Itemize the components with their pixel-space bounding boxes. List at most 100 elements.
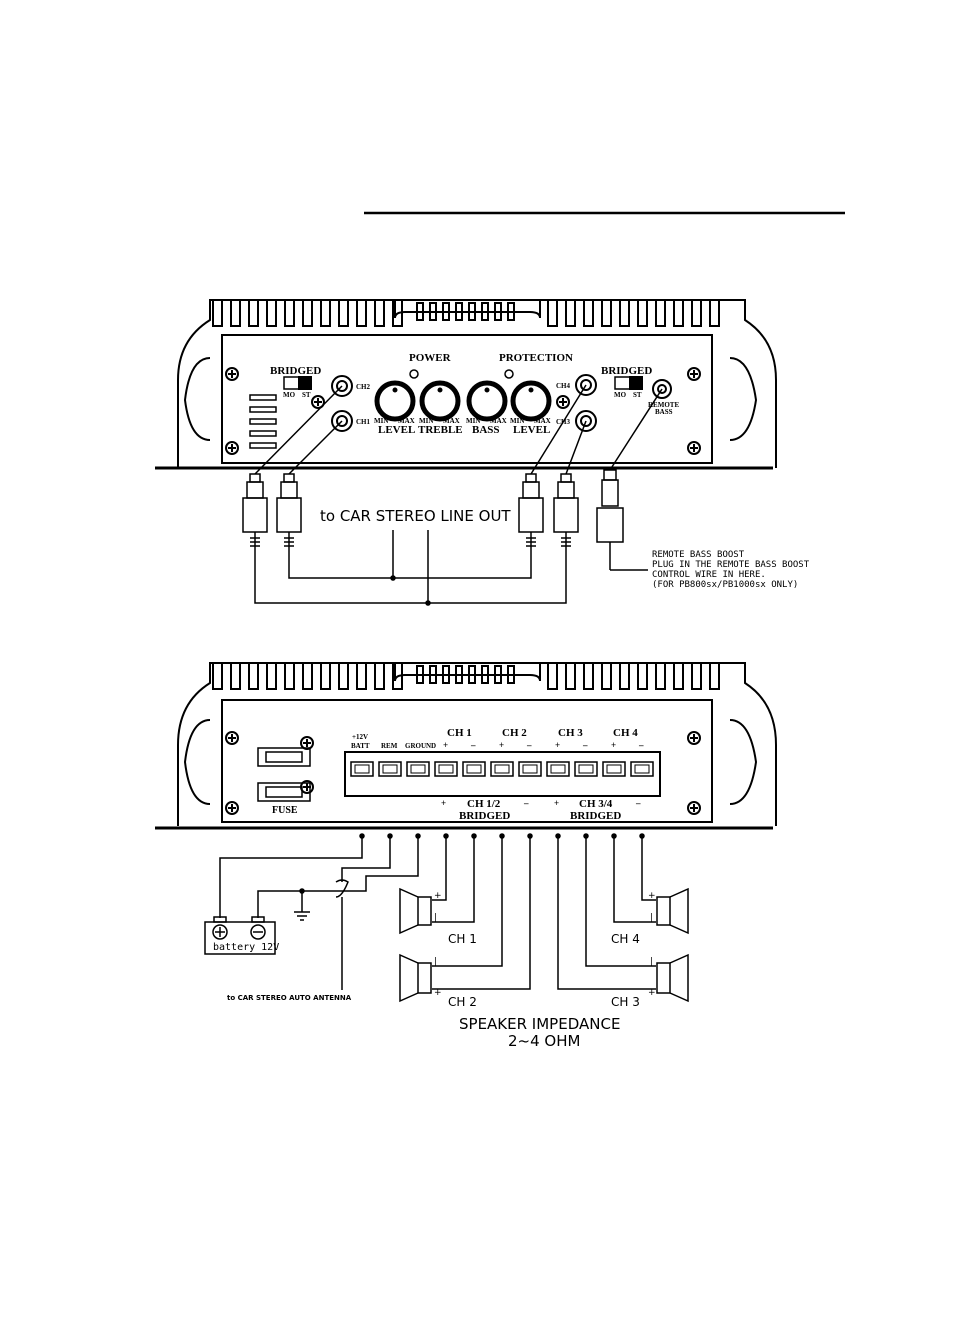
label-st-right: ST [633, 391, 642, 399]
remote-jack-plug [596, 469, 648, 571]
knob-treble[interactable] [419, 380, 461, 422]
svg-text:CH 3/4: CH 3/4 [579, 798, 613, 810]
label-st-left: ST [302, 391, 311, 399]
bottom-panel-labels: +12V BATT REM GROUND CH 1 CH 2 CH 3 CH 4… [272, 727, 644, 822]
svg-text:GROUND: GROUND [405, 742, 436, 750]
svg-text:+: + [499, 740, 504, 750]
terminal-block [344, 751, 661, 797]
svg-text:+: + [441, 798, 446, 808]
fuse-holder-top[interactable] [257, 747, 311, 767]
svg-text:CH 1: CH 1 [447, 727, 472, 739]
svg-text:+: + [555, 740, 560, 750]
label-knob-2: TREBLE [418, 424, 463, 436]
svg-text:REMOTE BASS BOOST: REMOTE BASS BOOST [652, 550, 745, 560]
svg-text:CH 1/2: CH 1/2 [467, 798, 501, 810]
svg-text:CH 3: CH 3 [558, 727, 583, 739]
label-mo-right: MO [614, 391, 627, 399]
svg-text:MIN: MIN [466, 417, 480, 425]
label-mo-left: MO [283, 391, 296, 399]
svg-text:+: + [434, 891, 442, 901]
svg-text:|: | [650, 913, 653, 923]
speaker-label-ch2: CH 2 [448, 995, 477, 1009]
svg-text:MAX: MAX [398, 417, 415, 425]
fuse-label: FUSE [272, 805, 298, 816]
svg-text:+12V: +12V [352, 733, 368, 741]
side-handle-left-bottom [183, 719, 211, 805]
amp-body-top [177, 299, 777, 468]
svg-text:+: + [648, 988, 656, 998]
heatsink-fins-bottom [212, 663, 720, 690]
amplifier-rear-panel [155, 662, 777, 830]
svg-text:+: + [648, 891, 656, 901]
amp-face-bottom [221, 699, 713, 823]
amp-body-bottom [177, 662, 777, 826]
svg-text:MAX: MAX [443, 417, 460, 425]
svg-text:|: | [650, 957, 653, 967]
svg-text:|: | [434, 957, 437, 967]
svg-text:–: – [635, 798, 641, 808]
label-ch1: CH1 [356, 418, 371, 426]
svg-text:+: + [434, 988, 442, 998]
speaker-label-ch1: CH 1 [448, 932, 477, 946]
rca-jack-ch4[interactable] [575, 374, 597, 396]
svg-text:BATT: BATT [351, 742, 370, 750]
svg-text:–: – [523, 798, 529, 808]
speaker-ch4 [656, 887, 689, 935]
power-led [409, 369, 419, 379]
speaker-ch3 [656, 953, 689, 1003]
svg-text:BRIDGED: BRIDGED [459, 810, 510, 822]
svg-text:REM: REM [381, 742, 398, 750]
speaker-label-ch4: CH 4 [611, 932, 640, 946]
antenna-label: to CAR STEREO AUTO ANTENNA [227, 994, 352, 1002]
rca-jack-ch1[interactable] [331, 410, 353, 432]
label-ch2: CH2 [356, 383, 371, 391]
side-handle-right-top [729, 357, 758, 441]
label-knob-1: LEVEL [378, 424, 415, 436]
svg-text:MAX: MAX [534, 417, 551, 425]
remote-bass-jack[interactable] [652, 379, 672, 399]
label-bridged-right: BRIDGED [601, 365, 652, 377]
svg-text:–: – [582, 740, 588, 750]
svg-text:MIN: MIN [510, 417, 524, 425]
svg-text:CONTROL WIRE IN HERE.: CONTROL WIRE IN HERE. [652, 570, 766, 580]
battery-label: battery 12V [213, 942, 279, 953]
svg-text:–: – [470, 740, 476, 750]
svg-text:+: + [554, 798, 559, 808]
remote-bass-note: REMOTE BASS BOOST PLUG IN THE REMOTE BAS… [652, 550, 810, 590]
speaker-ch1 [399, 887, 432, 935]
label-protection: PROTECTION [499, 352, 573, 364]
svg-text:(FOR PB800sx/PB1000sx ONLY): (FOR PB800sx/PB1000sx ONLY) [652, 580, 798, 590]
svg-text:+: + [611, 740, 616, 750]
speaker-ch2 [399, 953, 432, 1003]
face-vents-top [249, 394, 277, 449]
label-power: POWER [409, 352, 452, 364]
svg-text:CH 4: CH 4 [613, 727, 638, 739]
terminals[interactable] [350, 761, 654, 777]
battery-12v [204, 916, 276, 955]
screws-bottom [225, 731, 701, 815]
rca-plugs [242, 473, 579, 550]
svg-text:–: – [638, 740, 644, 750]
knob-level-34[interactable] [510, 380, 552, 422]
svg-text:MIN: MIN [419, 417, 433, 425]
top-panel-controls [225, 367, 701, 455]
speaker-polarity-marks: +| |+ +| |+ [434, 891, 656, 998]
side-handle-left-top [183, 357, 211, 441]
knob-level-12[interactable] [374, 380, 416, 422]
label-remote-bass-2: BASS [655, 408, 673, 416]
rca-jack-ch3[interactable] [575, 410, 597, 432]
knob-bass[interactable] [466, 380, 508, 422]
rca-cables [242, 384, 663, 606]
impedance-title: SPEAKER IMPEDANCE [459, 1015, 620, 1033]
label-remote-bass-1: REMOTE [648, 401, 679, 409]
rca-jack-ch2[interactable] [331, 375, 353, 397]
label-knob-4: LEVEL [513, 424, 550, 436]
svg-text:MIN: MIN [374, 417, 388, 425]
line-out-label: to CAR STEREO LINE OUT [320, 507, 511, 525]
label-knob-3: BASS [472, 424, 500, 436]
heatsink-fins-top [212, 300, 720, 327]
label-ch4: CH4 [556, 382, 571, 390]
speaker-label-ch3: CH 3 [611, 995, 640, 1009]
